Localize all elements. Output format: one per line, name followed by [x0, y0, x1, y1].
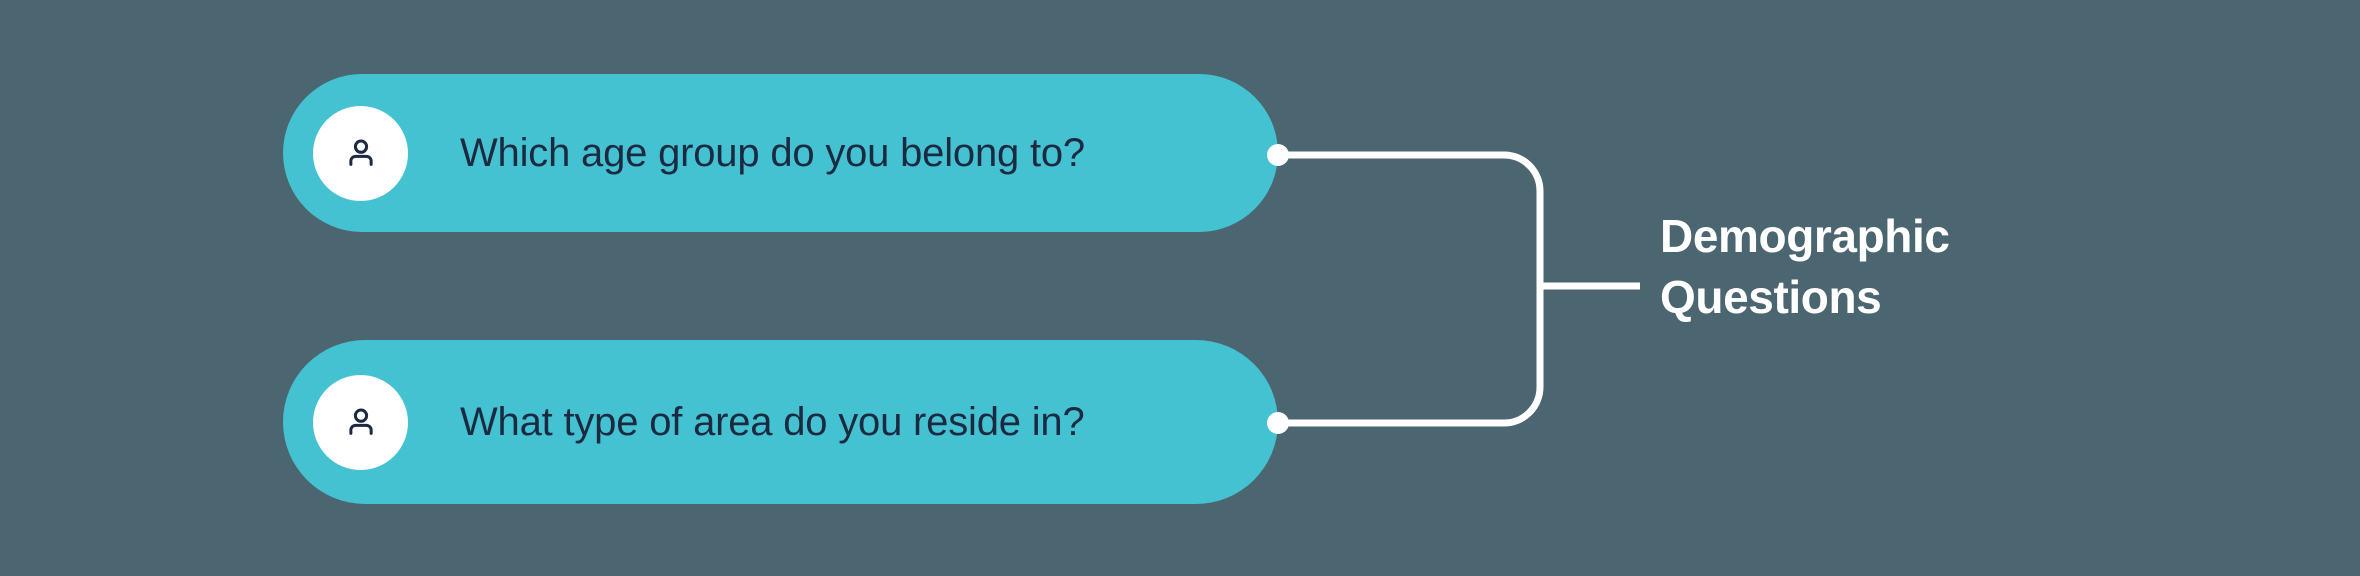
- question-label-area-type: What type of area do you reside in?: [460, 400, 1085, 444]
- group-label-line-1: Demographic: [1660, 210, 1950, 262]
- connector-branch-top: [1274, 151, 1544, 290]
- person-icon-badge: [313, 105, 408, 201]
- question-pill-area-type[interactable]: What type of area do you reside in?: [283, 340, 1278, 504]
- person-icon-badge: [313, 374, 408, 470]
- group-label: Demographic Questions: [1660, 206, 2130, 327]
- question-label-age-group: Which age group do you belong to?: [460, 131, 1085, 175]
- question-pill-age-group[interactable]: Which age group do you belong to?: [283, 74, 1278, 232]
- person-icon: [348, 139, 373, 166]
- person-icon: [348, 408, 373, 435]
- connector-branch-bottom: [1274, 282, 1544, 427]
- group-label-line-2: Questions: [1660, 270, 1882, 323]
